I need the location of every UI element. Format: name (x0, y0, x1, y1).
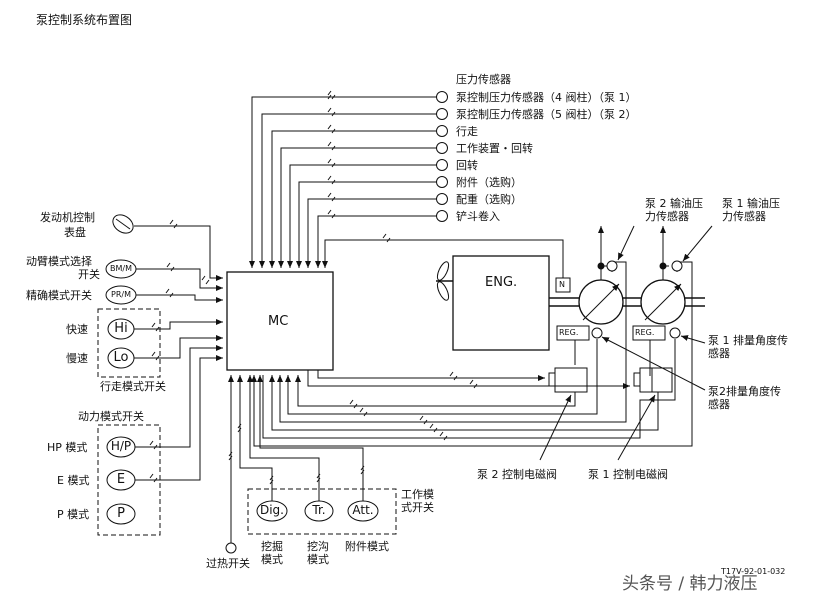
diagram-title: 泵控制系统布置图 (36, 13, 133, 27)
p-mode-label: P 模式 (57, 508, 90, 521)
pr-switch-label: PR/M (111, 290, 131, 299)
reg-box-1 (632, 325, 666, 341)
boom-mode-label-2: 开关 (78, 268, 100, 281)
sensor-line-6 (296, 181, 436, 268)
hp-mode-label: HP 模式 (47, 441, 88, 454)
pressure-sensor-2: 泵控制压力传感器（5 阀柱）（泵 2） (456, 108, 637, 121)
reg-label-1: REG. (635, 328, 655, 337)
pump1-outlet-label-2: 力传感器 (722, 210, 766, 223)
e-switch-label: E (116, 472, 126, 487)
pressure-sensor-3: 行走 (456, 125, 478, 138)
trench-label-2: 模式 (307, 553, 329, 566)
fast-label: 快速 (66, 323, 88, 336)
fine-mode-label: 精确模式开关 (26, 289, 92, 302)
p-switch-label: P (117, 506, 125, 521)
n-sensor-line (322, 239, 564, 278)
att-switch-label: Att. (352, 503, 374, 517)
pump1-angle-label-1: 泵 1 排量角度传 (708, 334, 788, 347)
sensor-circle-3 (436, 125, 448, 137)
pump2-angle-sensor (591, 327, 603, 339)
lo-switch-label: Lo (113, 350, 129, 365)
pump2-solenoid-valve (554, 367, 588, 393)
engine-label: ENG. (485, 275, 518, 290)
slow-label: 慢速 (66, 352, 88, 365)
n-label: N (559, 280, 565, 289)
pump1-valve-label: 泵 1 控制电磁阀 (588, 468, 668, 481)
bm-switch-label: BM/M (110, 264, 132, 273)
tr-switch-label: Tr. (312, 503, 326, 517)
engine-dial-line (134, 225, 223, 281)
fan-blade-bottom (436, 281, 450, 301)
document-code: T17V-92-01-032 (721, 567, 786, 576)
hi-switch-label: Hi (114, 321, 128, 336)
mc-box (226, 271, 334, 371)
pump2-outlet-label-2: 力传感器 (645, 210, 689, 223)
pump1-outlet-label-1: 泵 1 输油压 (722, 197, 780, 210)
pump1-outlet-sensor (671, 260, 683, 272)
sensor-circle-5 (436, 159, 448, 171)
reg-box-2 (556, 325, 590, 341)
pump2-valve-label: 泵 2 控制电磁阀 (477, 468, 557, 481)
engine-dial-knob (112, 214, 134, 234)
overheat-label: 过热开关 (206, 557, 250, 570)
pump2-angle-label-2: 感器 (708, 398, 730, 411)
sensor-circle-6 (436, 176, 448, 188)
pump2-angle-label-1: 泵2排量角度传 (708, 385, 781, 398)
pressure-sensor-4: 工作装置・回转 (456, 142, 533, 155)
work-mode-label-2: 式开关 (401, 501, 434, 514)
dig-switch-label: Dig. (259, 503, 284, 517)
pressure-sensor-8: 铲斗卷入 (456, 210, 500, 223)
sensor-circle-8 (436, 210, 448, 222)
overheat-switch (225, 542, 237, 554)
work-mode-box (247, 488, 397, 535)
sensor-circle-7 (436, 193, 448, 205)
pressure-sensor-1: 泵控制压力传感器（4 阀柱）（泵 1） (456, 91, 637, 104)
attach-mode-label: 附件模式 (345, 540, 389, 553)
boom-mode-label-1: 动臂模式选择 (26, 255, 92, 268)
travel-mode-label: 行走模式开关 (100, 380, 166, 393)
sensor-line-4 (278, 147, 436, 268)
pressure-header: 压力传感器 (456, 73, 511, 86)
engine-dial-label-2: 表盘 (64, 226, 86, 239)
dig-label-2: 模式 (261, 553, 283, 566)
sensor-line-1 (249, 96, 436, 268)
e-mode-label: E 模式 (57, 474, 90, 487)
sensor-circle-4 (436, 142, 448, 154)
sensor-line-8 (315, 215, 436, 268)
mc-label: MC (268, 314, 289, 329)
trench-label-1: 挖沟 (307, 540, 329, 553)
pressure-sensor-5: 回转 (456, 159, 478, 172)
dig-label-1: 挖掘 (261, 540, 283, 553)
work-mode-label-1: 工作模 (401, 488, 434, 501)
sensor-line-2 (259, 113, 436, 268)
pump1-solenoid-valve (639, 367, 673, 393)
travel-mode-box (97, 308, 161, 378)
pump2-outlet-label-1: 泵 2 输油压 (645, 197, 703, 210)
pressure-sensor-7: 配重（选购） (456, 193, 522, 206)
n-box (555, 277, 571, 293)
reg-label-2: REG. (559, 328, 579, 337)
pump1-angle-label-2: 感器 (708, 347, 730, 360)
sensor-line-5 (287, 164, 436, 268)
pump2-outlet-sensor (606, 260, 618, 272)
watermark: 头条号 / 韩力液压 (622, 574, 758, 594)
power-mode-label: 动力模式开关 (78, 410, 144, 423)
p-switch (106, 503, 136, 525)
pump1-angle-sensor (669, 327, 681, 339)
hp-switch-label: H/P (110, 439, 132, 453)
sensor-circle-2 (436, 108, 448, 120)
engine-box (452, 255, 550, 351)
sensor-circle-1 (436, 91, 448, 103)
pressure-sensor-6: 附件（选购） (456, 176, 522, 189)
engine-dial-label-1: 发动机控制 (40, 211, 95, 224)
sensor-line-7 (305, 198, 436, 268)
fan-blade-top (436, 261, 450, 281)
sensor-line-3 (269, 130, 436, 268)
